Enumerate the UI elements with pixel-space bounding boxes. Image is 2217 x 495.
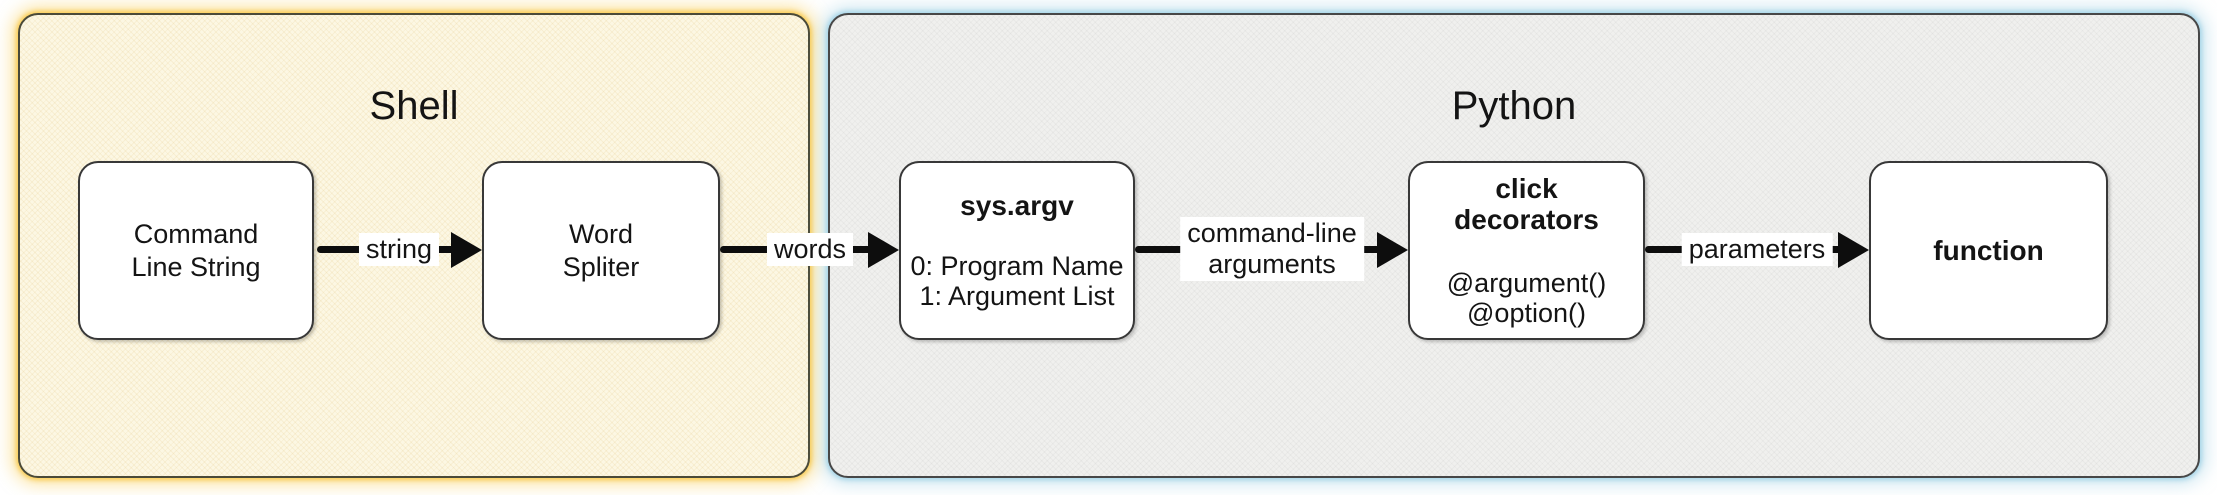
node-click-decorators-line2: @option() <box>1467 298 1586 328</box>
node-function: function <box>1869 161 2108 340</box>
shell-title: Shell <box>369 84 459 128</box>
edge-label-cli-line2: arguments <box>1208 249 1336 279</box>
node-sys-argv: sys.argv 0: Program Name 1: Argument Lis… <box>899 161 1135 340</box>
node-command-line-string-line2: Line String <box>131 251 261 282</box>
node-sys-argv-title: sys.argv <box>960 190 1074 221</box>
node-word-splitter-line2: Spliter <box>562 251 640 282</box>
edge-label-words: words <box>766 233 854 266</box>
python-title: Python <box>1451 84 1577 128</box>
arrow-string-head-icon <box>451 232 482 268</box>
edge-label-string: string <box>358 233 440 266</box>
arrow-words-head-icon <box>868 232 899 268</box>
node-sys-argv-line2: 1: Argument List <box>919 281 1115 311</box>
node-command-line-string-line1: Command <box>133 218 259 249</box>
node-click-decorators: click decorators @argument() @option() <box>1408 161 1645 340</box>
node-word-splitter: Word Spliter <box>482 161 720 340</box>
edge-label-cli-line1: command-line <box>1187 218 1357 248</box>
node-sys-argv-line1: 0: Program Name <box>910 251 1124 281</box>
node-function-title: function <box>1933 235 2044 266</box>
arrow-cli-args-head-icon <box>1377 232 1408 268</box>
node-click-decorators-line1: @argument() <box>1446 268 1607 298</box>
arrow-parameters-head-icon <box>1838 232 1869 268</box>
node-click-decorators-title1: click <box>1495 173 1558 204</box>
node-word-splitter-line1: Word <box>568 218 634 249</box>
node-command-line-string: Command Line String <box>78 161 314 340</box>
node-click-decorators-title2: decorators <box>1454 204 1599 235</box>
edge-label-command-line-arguments: command-line arguments <box>1180 217 1364 281</box>
edge-label-parameters: parameters <box>1681 233 1833 266</box>
